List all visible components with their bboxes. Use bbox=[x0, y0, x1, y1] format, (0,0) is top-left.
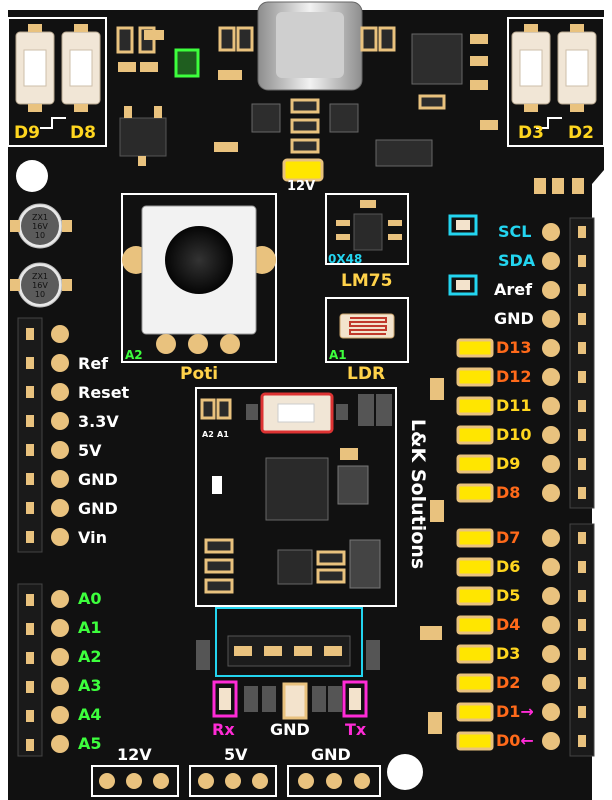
brand-label: L&K Solutions bbox=[407, 418, 429, 570]
pin-label-d11: D11 bbox=[496, 396, 532, 415]
pin-label-a4: A4 bbox=[78, 705, 102, 724]
pin-label-vin: Vin bbox=[78, 528, 107, 547]
mcu-tag-a1: A1 bbox=[217, 430, 229, 439]
rx-led bbox=[212, 680, 238, 718]
pin-label-d2: D2 bbox=[496, 673, 521, 692]
mount-hole bbox=[16, 160, 48, 192]
pin-label-d6: D6 bbox=[496, 557, 521, 576]
pin-label-a3: A3 bbox=[78, 676, 102, 695]
ldr-label: LDR bbox=[347, 364, 386, 384]
pin-label-sda: SDA bbox=[498, 251, 536, 270]
pin-label-d3: D3 bbox=[496, 644, 521, 663]
poti-label: Poti bbox=[180, 364, 219, 384]
mount-hole bbox=[387, 754, 423, 790]
poti-tag: A2 bbox=[125, 348, 143, 362]
rx-arrow-icon: ← bbox=[520, 731, 534, 750]
tx-arrow-icon: → bbox=[520, 702, 534, 721]
bottom-label-gnd: GND bbox=[311, 745, 351, 764]
button-label-d3: D3 bbox=[518, 123, 544, 143]
pin-label-d1: D1→ bbox=[496, 702, 534, 721]
pin-label-gnd: GND bbox=[78, 499, 118, 518]
pin-label-d9: D9 bbox=[496, 454, 521, 473]
pin-label-d0: D0← bbox=[496, 731, 534, 750]
pin-label-d5: D5 bbox=[496, 586, 521, 605]
uart-tx-label: Tx bbox=[345, 720, 367, 739]
button-label-d9: D9 bbox=[14, 123, 40, 143]
pin-label-reset: Reset bbox=[78, 383, 130, 402]
pin-label-5v: 5V bbox=[78, 441, 102, 460]
ldr-tag: A1 bbox=[329, 348, 347, 362]
bottom-label-12v: 12V bbox=[117, 745, 152, 764]
lm75-chip bbox=[353, 213, 383, 251]
bottom-label-5v: 5V bbox=[224, 745, 248, 764]
power-led-label: 12V bbox=[287, 179, 316, 194]
pin-label-a0: A0 bbox=[78, 589, 102, 608]
pin-label-ref: Ref bbox=[78, 354, 109, 373]
pin-label-d7: D7 bbox=[496, 528, 521, 547]
mcu-tag-a2: A2 bbox=[202, 430, 214, 439]
uart-gnd-label: GND bbox=[270, 720, 310, 739]
button-label-d8: D8 bbox=[70, 123, 96, 143]
pin-label-3v3: 3.3V bbox=[78, 412, 119, 431]
pin-label-gnd: GND bbox=[78, 470, 118, 489]
led-column bbox=[456, 338, 494, 751]
lm75-address: 0X48 bbox=[328, 252, 363, 266]
power-led bbox=[282, 158, 324, 182]
lm75-label: LM75 bbox=[341, 271, 393, 291]
uart-rx-label: Rx bbox=[212, 720, 235, 739]
pin-label-d13: D13 bbox=[496, 338, 532, 357]
pin-label-gnd: GND bbox=[494, 309, 534, 328]
pin-label-a1: A1 bbox=[78, 618, 102, 637]
button-label-d2: D2 bbox=[568, 123, 594, 143]
mcu-chip bbox=[265, 457, 329, 521]
pin-label-aref: Aref bbox=[494, 280, 533, 299]
pin-label-d4: D4 bbox=[496, 615, 521, 634]
pin-label-d10: D10 bbox=[496, 425, 532, 444]
pin-label-d12: D12 bbox=[496, 367, 532, 386]
pin-label-d8: D8 bbox=[496, 483, 521, 502]
pin-label-scl: SCL bbox=[498, 222, 532, 241]
pin-label-a2: A2 bbox=[78, 647, 102, 666]
pin-label-a5: A5 bbox=[78, 734, 102, 753]
